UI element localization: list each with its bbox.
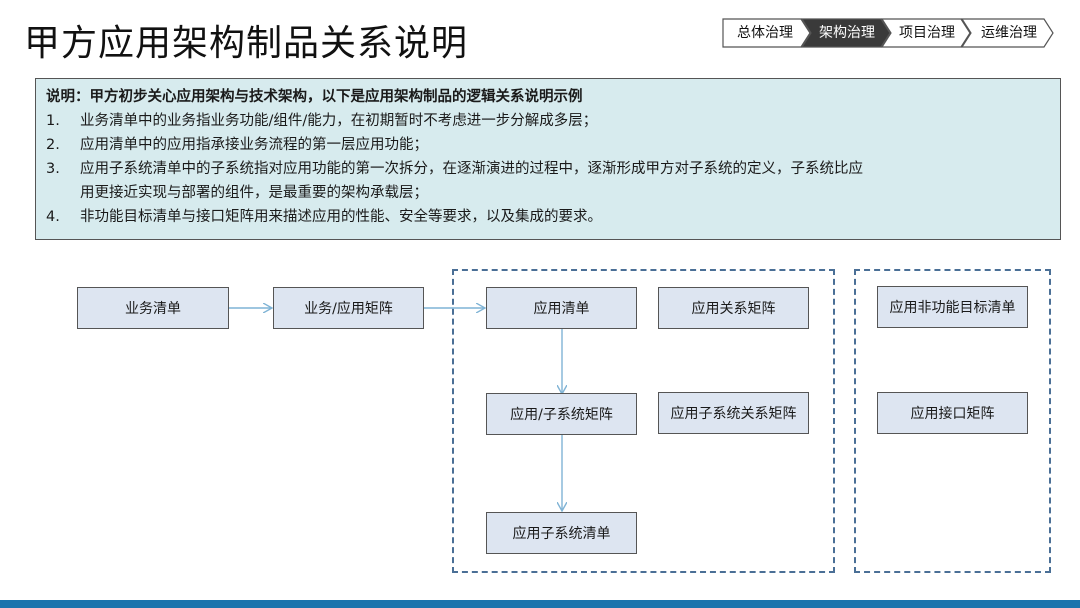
app-subsystem-matrix-label: 应用/子系统矩阵 bbox=[510, 407, 613, 423]
crumb-shape-2 bbox=[880, 18, 971, 48]
bottom-accent-bar bbox=[0, 600, 1080, 608]
crumb-shape-0 bbox=[722, 18, 811, 48]
note-heading: 说明：甲方初步关心应用架构与技术架构，以下是应用架构制品的逻辑关系说明示例 bbox=[46, 89, 583, 105]
note-item-number: 3. bbox=[46, 161, 60, 177]
app-relation-matrix-label: 应用关系矩阵 bbox=[691, 301, 776, 317]
app-subsystem-matrix-box: 应用/子系统矩阵 bbox=[486, 393, 637, 435]
note-item-text-continued: 用更接近实现与部署的组件，是最重要的架构承载层； bbox=[80, 185, 428, 201]
business-app-matrix-label: 业务/应用矩阵 bbox=[304, 301, 393, 317]
application-group-container bbox=[452, 269, 835, 573]
note-box: 说明：甲方初步关心应用架构与技术架构，以下是应用架构制品的逻辑关系说明示例 1.… bbox=[35, 78, 1061, 240]
note-item-2: 2. 应用清单中的应用指承接业务流程的第一层应用功能； bbox=[46, 133, 1050, 157]
note-item-number: 1. bbox=[46, 113, 60, 129]
app-subsystem-list-box: 应用子系统清单 bbox=[486, 512, 637, 554]
app-list-label: 应用清单 bbox=[533, 301, 590, 317]
crumb-overall-governance[interactable]: 总体治理 bbox=[737, 25, 793, 41]
note-item-text: 非功能目标清单与接口矩阵用来描述应用的性能、安全等要求，以及集成的要求。 bbox=[80, 209, 602, 225]
note-item-4: 4. 非功能目标清单与接口矩阵用来描述应用的性能、安全等要求，以及集成的要求。 bbox=[46, 205, 1050, 229]
app-nonfunctional-list-label: 应用非功能目标清单 bbox=[889, 300, 1016, 316]
crumb-project-governance[interactable]: 项目治理 bbox=[899, 25, 955, 41]
app-subsystem-relation-matrix-box: 应用子系统关系矩阵 bbox=[658, 392, 809, 434]
page-title: 甲方应用架构制品关系说明 bbox=[24, 23, 469, 64]
crumb-shape-3 bbox=[960, 18, 1054, 48]
breadcrumb: 总体治理 架构治理 项目治理 运维治理 bbox=[722, 18, 1054, 48]
note-item-1: 1. 业务清单中的业务指业务功能/组件/能力，在初期暂时不考虑进一步分解成多层； bbox=[46, 109, 1050, 133]
app-relation-matrix-box: 应用关系矩阵 bbox=[658, 287, 809, 329]
business-app-matrix-box: 业务/应用矩阵 bbox=[273, 287, 424, 329]
note-item-3: 3. 应用子系统清单中的子系统指对应用功能的第一次拆分，在逐渐演进的过程中，逐渐… bbox=[46, 157, 1050, 205]
app-interface-matrix-box: 应用接口矩阵 bbox=[877, 392, 1028, 434]
note-item-number: 2. bbox=[46, 137, 60, 153]
business-list-label: 业务清单 bbox=[125, 301, 181, 317]
note-item-number: 4. bbox=[46, 209, 60, 225]
breadcrumb-shapes bbox=[722, 18, 1054, 48]
app-subsystem-relation-matrix-label: 应用子系统关系矩阵 bbox=[670, 406, 797, 422]
app-interface-matrix-label: 应用接口矩阵 bbox=[910, 406, 995, 422]
note-item-text: 业务清单中的业务指业务功能/组件/能力，在初期暂时不考虑进一步分解成多层； bbox=[80, 113, 598, 129]
app-subsystem-list-label: 应用子系统清单 bbox=[512, 526, 611, 542]
note-item-text: 应用清单中的应用指承接业务流程的第一层应用功能； bbox=[80, 137, 428, 153]
business-list-box: 业务清单 bbox=[77, 287, 229, 329]
crumb-shape-1 bbox=[800, 18, 891, 48]
crumb-architecture-governance[interactable]: 架构治理 bbox=[819, 25, 875, 41]
nonfunctional-group-container bbox=[854, 269, 1051, 573]
crumb-ops-governance[interactable]: 运维治理 bbox=[981, 25, 1037, 41]
app-list-box: 应用清单 bbox=[486, 287, 637, 329]
app-nonfunctional-list-box: 应用非功能目标清单 bbox=[877, 286, 1028, 328]
note-item-text: 应用子系统清单中的子系统指对应用功能的第一次拆分，在逐渐演进的过程中，逐渐形成甲… bbox=[80, 161, 863, 177]
